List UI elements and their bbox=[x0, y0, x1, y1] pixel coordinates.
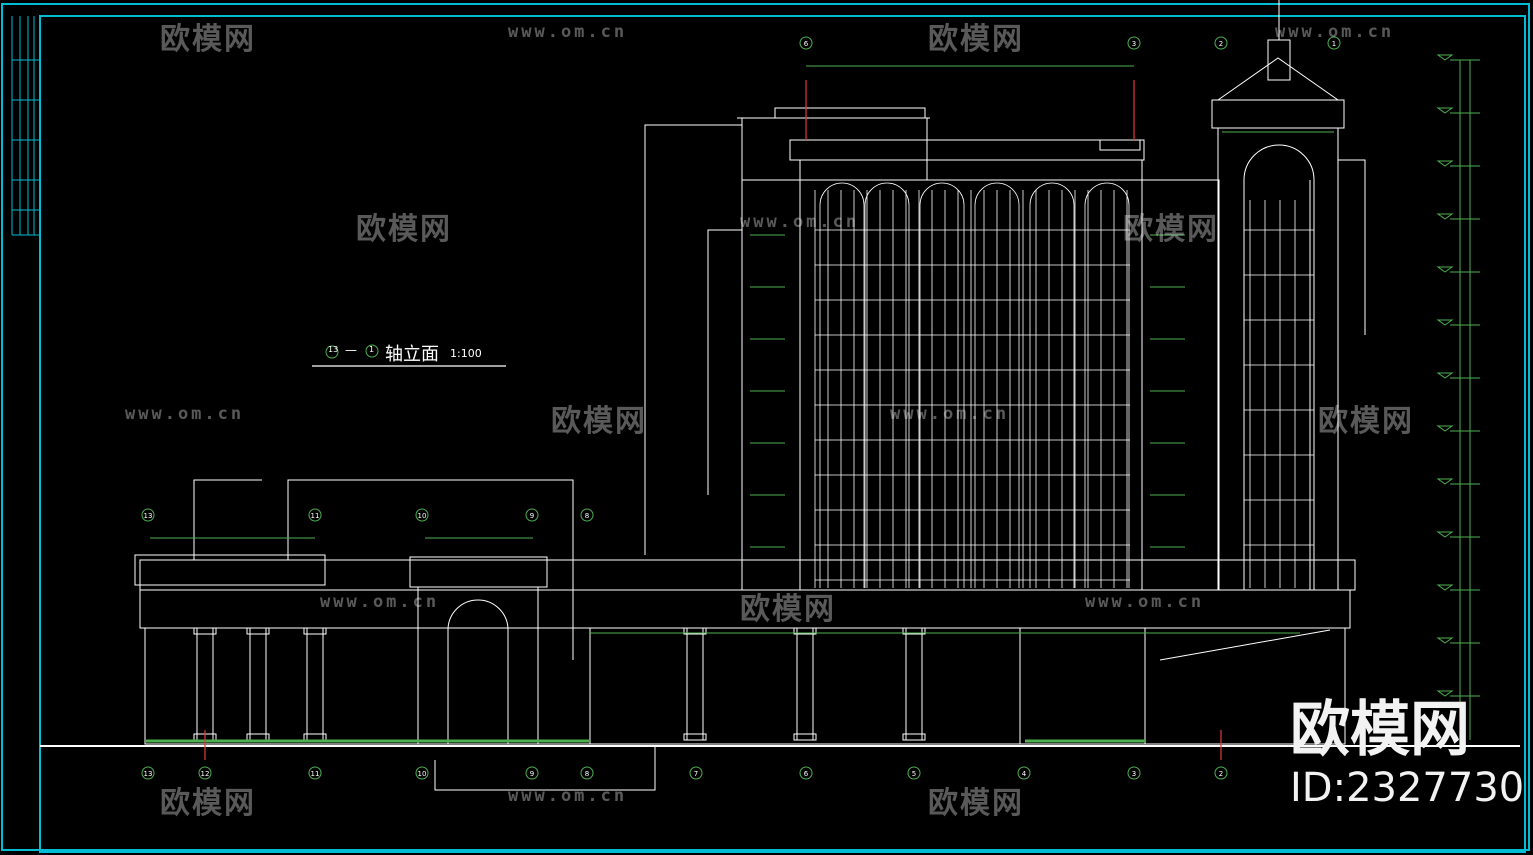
axis-label: 11 bbox=[311, 512, 320, 520]
watermark-brand: 欧模网 bbox=[740, 592, 836, 627]
title-axis-to: 1 bbox=[369, 345, 375, 354]
right-dimension-chain bbox=[1459, 60, 1471, 740]
axis-bubble: 9 bbox=[525, 508, 539, 522]
axis-bubble: 8 bbox=[580, 508, 594, 522]
watermark-url: www.om.cn bbox=[1085, 592, 1205, 612]
watermark-url: www.om.cn bbox=[508, 786, 628, 806]
watermark-brand: 欧模网 bbox=[928, 786, 1024, 821]
watermark-url: www.om.cn bbox=[1275, 22, 1395, 42]
axis-bubble: 11 bbox=[308, 508, 322, 522]
brand-logo-text: 欧模网 bbox=[1290, 695, 1470, 765]
watermark-brand: 欧模网 bbox=[928, 22, 1024, 57]
watermark-brand: 欧模网 bbox=[356, 212, 452, 247]
axis-label: 10 bbox=[418, 512, 427, 520]
axis-bubble: 3 bbox=[1127, 36, 1141, 50]
annotation-leaders bbox=[193, 124, 1366, 791]
watermark-url: www.om.cn bbox=[320, 592, 440, 612]
green-dimensions bbox=[145, 65, 1334, 743]
axis-label: 12 bbox=[201, 770, 210, 778]
axis-label: 1 bbox=[1332, 40, 1336, 48]
axis-label: 10 bbox=[418, 770, 427, 778]
watermark-brand: 欧模网 bbox=[160, 786, 256, 821]
watermark-url: www.om.cn bbox=[740, 212, 860, 232]
axis-bubble: 2 bbox=[1214, 766, 1228, 780]
title-axis-from-bubble bbox=[325, 345, 339, 359]
red-axis-ticks bbox=[204, 80, 1222, 760]
axis-label: 13 bbox=[144, 512, 153, 520]
axis-bubble: 8 bbox=[580, 766, 594, 780]
axis-label: 8 bbox=[585, 512, 589, 520]
watermark-brand: 欧模网 bbox=[160, 22, 256, 57]
axis-bubble: 10 bbox=[415, 508, 429, 522]
tower-window-grid bbox=[814, 182, 1314, 588]
axis-label: 3 bbox=[1132, 40, 1136, 48]
axis-label: 8 bbox=[585, 770, 589, 778]
watermark-url: www.om.cn bbox=[508, 22, 628, 42]
axis-bubble: 11 bbox=[308, 766, 322, 780]
axis-bubble: 13 bbox=[141, 508, 155, 522]
axis-label: 6 bbox=[804, 40, 809, 48]
watermark-brand: 欧模网 bbox=[1318, 404, 1414, 439]
axis-bubble: 1 bbox=[1327, 36, 1341, 50]
drawing-title: 轴立面 bbox=[385, 344, 439, 365]
podium-columns bbox=[193, 627, 926, 741]
axis-bubbles-top: 6 3 2 1 13 11 10 9 8 bbox=[141, 36, 1341, 522]
axis-label: 2 bbox=[1219, 40, 1223, 48]
axis-bubble: 6 bbox=[799, 766, 813, 780]
axis-label: 4 bbox=[1022, 770, 1027, 778]
axis-label: 9 bbox=[530, 512, 534, 520]
model-id: ID:2327730 bbox=[1290, 765, 1525, 811]
elevation-marks bbox=[750, 54, 1480, 697]
watermark-url: www.om.cn bbox=[125, 404, 245, 424]
axis-bubble: 4 bbox=[1017, 766, 1031, 780]
title-dash: — bbox=[345, 343, 357, 357]
axis-bubble: 6 bbox=[799, 36, 813, 50]
inner-frame bbox=[39, 15, 1526, 853]
axis-bubble: 12 bbox=[198, 766, 212, 780]
left-title-block bbox=[11, 16, 40, 236]
axis-label: 3 bbox=[1132, 770, 1136, 778]
axis-label: 6 bbox=[804, 770, 809, 778]
axis-label: 7 bbox=[694, 770, 698, 778]
outer-frame bbox=[1, 3, 1530, 851]
axis-bubble: 2 bbox=[1214, 36, 1228, 50]
watermark-brand: 欧模网 bbox=[551, 404, 647, 439]
title-axis-to-bubble bbox=[365, 344, 379, 358]
axis-bubble: 5 bbox=[907, 766, 921, 780]
axis-label: 13 bbox=[144, 770, 153, 778]
axis-label: 9 bbox=[530, 770, 534, 778]
axis-bubble: 7 bbox=[689, 766, 703, 780]
axis-bubble: 13 bbox=[141, 766, 155, 780]
axis-bubble: 10 bbox=[415, 766, 429, 780]
axis-bubble: 3 bbox=[1127, 766, 1141, 780]
axis-label: 5 bbox=[912, 770, 916, 778]
axis-label: 11 bbox=[311, 770, 320, 778]
axis-label: 2 bbox=[1219, 770, 1223, 778]
watermark-brand: 欧模网 bbox=[1123, 212, 1219, 247]
watermark-url: www.om.cn bbox=[890, 404, 1010, 424]
podium bbox=[134, 554, 1356, 745]
drawing-scale: 1:100 bbox=[450, 347, 482, 360]
title-axis-from: 13 bbox=[328, 345, 339, 354]
axis-bubble: 9 bbox=[525, 766, 539, 780]
axis-bubbles-bottom: 13 12 11 10 9 8 7 6 5 4 3 2 bbox=[141, 766, 1228, 780]
